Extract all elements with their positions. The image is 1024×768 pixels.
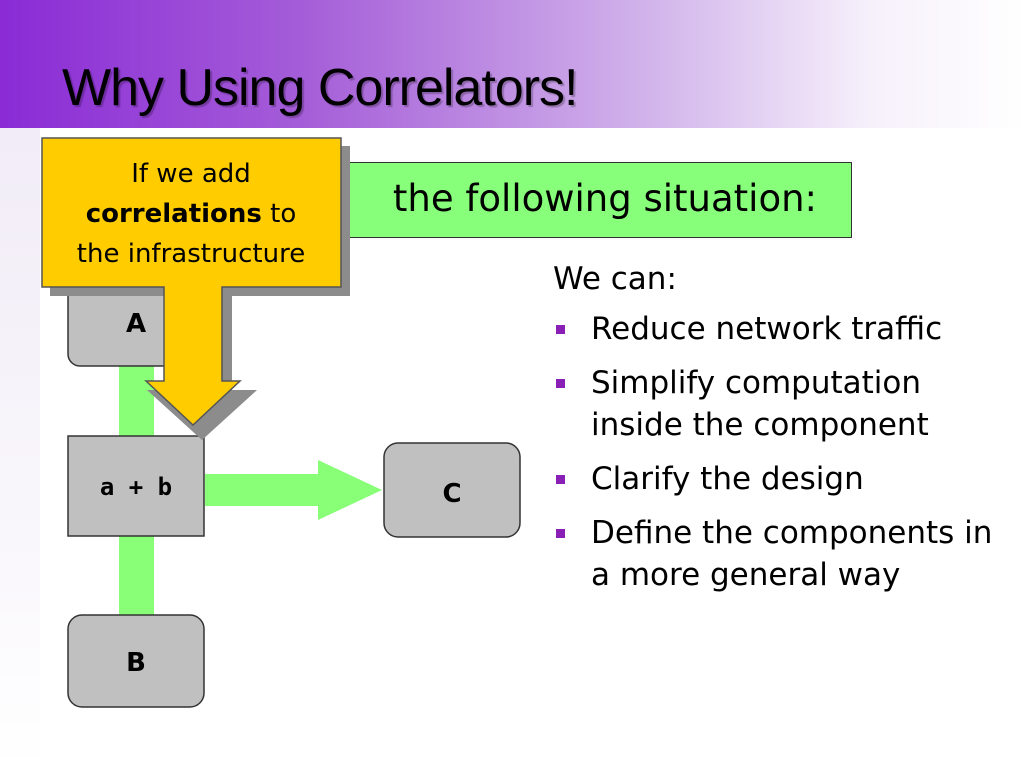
benefit-text: Clarify the design <box>591 461 864 497</box>
square-bullet-icon <box>556 379 565 388</box>
callout-line-3: the infrastructure <box>76 239 306 269</box>
callout-line-2-rest: to <box>261 199 297 229</box>
connector-sum-b <box>119 535 154 617</box>
square-bullet-icon <box>556 325 565 334</box>
node-sum-label: a + b <box>100 473 172 501</box>
benefit-item: Clarify the design <box>553 458 993 500</box>
benefits-panel: We can: Reduce network traffic Simplify … <box>553 258 993 608</box>
left-gradient-strip <box>0 128 40 768</box>
benefit-text: Reduce network traffic <box>591 311 943 347</box>
situation-banner-text: the following situation: <box>392 177 817 220</box>
benefits-lead: We can: <box>553 261 677 297</box>
benefit-text: Simplify computation inside the componen… <box>591 365 929 443</box>
callout-arrow-box <box>41 137 342 427</box>
node-a-label: A <box>126 309 146 339</box>
node-c <box>383 442 521 538</box>
square-bullet-icon <box>556 529 565 538</box>
connector-arrow-to-c <box>205 460 382 520</box>
square-bullet-icon <box>556 475 565 484</box>
benefit-item: Simplify computation inside the componen… <box>553 362 993 446</box>
situation-banner: the following situation: <box>300 162 852 238</box>
benefits-list: Reduce network traffic Simplify computat… <box>553 308 993 596</box>
callout-text: If we add correlations to the infrastruc… <box>42 154 340 274</box>
benefit-item: Define the components in a more general … <box>553 512 993 596</box>
callout-line-1: If we add <box>131 159 251 189</box>
callout-line-2: correlations to <box>42 194 340 234</box>
benefit-item: Reduce network traffic <box>553 308 993 350</box>
callout-bold-word: correlations <box>85 199 262 229</box>
node-c-label: C <box>442 479 461 509</box>
node-b <box>67 614 205 708</box>
node-b-label: B <box>126 648 146 678</box>
slide-title: Why Using Correlators! <box>62 59 578 117</box>
benefit-text: Define the components in a more general … <box>591 515 993 593</box>
node-sum <box>67 435 205 537</box>
header-gradient-bar <box>0 0 1024 128</box>
